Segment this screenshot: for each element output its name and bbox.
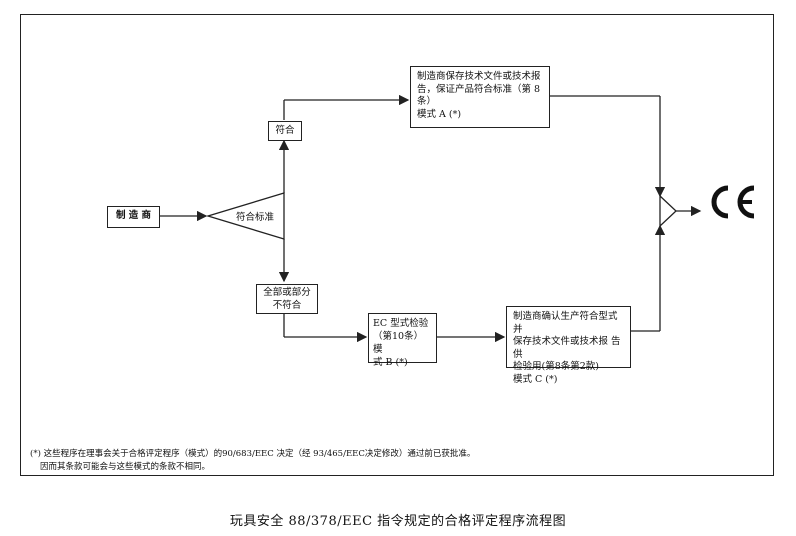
module-b-line1: EC 型式检验	[373, 318, 429, 329]
fail-label-line2: 不符合	[272, 300, 302, 311]
module-a-line1: 制造商保存技术文件或技术报	[417, 71, 541, 82]
ce-mark-icon	[711, 185, 755, 219]
module-c-line1: 制造商确认生产符合型式并	[513, 311, 618, 335]
module-c-line2: 保存技术文件或技术报 告供	[513, 336, 621, 360]
module-a-line3: 条）	[417, 96, 437, 107]
module-c-line3: 检验用(第8条第2款)	[513, 361, 600, 372]
diagram-frame	[20, 14, 774, 476]
module-c-line4: 模式 C (*)	[513, 373, 558, 385]
module-a-box: 制造商保存技术文件或技术报 告，保证产品符合标准（第 8 条） 模式 A (*)	[410, 66, 550, 128]
manufacturer-label: 制 造 商	[115, 210, 152, 221]
decision-label: 符合标准	[236, 212, 275, 223]
fail-box: 全部或部分 不符合	[256, 284, 318, 314]
output-triangle	[659, 194, 677, 228]
fail-label-line1: 全部或部分	[263, 287, 311, 298]
manufacturer-box: 制 造 商	[107, 206, 160, 228]
pass-label: 符合	[275, 125, 295, 136]
module-c-box: 制造商确认生产符合型式并 保存技术文件或技术报 告供 检验用(第8条第2款) 模…	[506, 306, 631, 385]
decision-triangle	[205, 192, 285, 240]
figure-caption: 玩具安全 88/378/EEC 指令规定的合格评定程序流程图	[229, 514, 567, 529]
module-a-line4: 模式 A (*)	[417, 108, 462, 120]
module-b-line3: 式 B (*)	[373, 357, 408, 368]
pass-box: 符合	[268, 121, 302, 141]
module-b-box: EC 型式检验 （第10条）模 式 B (*)	[368, 313, 437, 368]
module-a-line2: 告，保证产品符合标准（第 8	[417, 83, 541, 95]
footnote-line2: 因而其条款可能会与这些模式的条款不相同。	[40, 462, 211, 472]
footnote-line1: (*) 这些程序在理事会关于合格评定程序（模式）的90/683/EEC 决定（经…	[30, 449, 476, 459]
module-b-line2: （第10条）模	[373, 331, 424, 355]
